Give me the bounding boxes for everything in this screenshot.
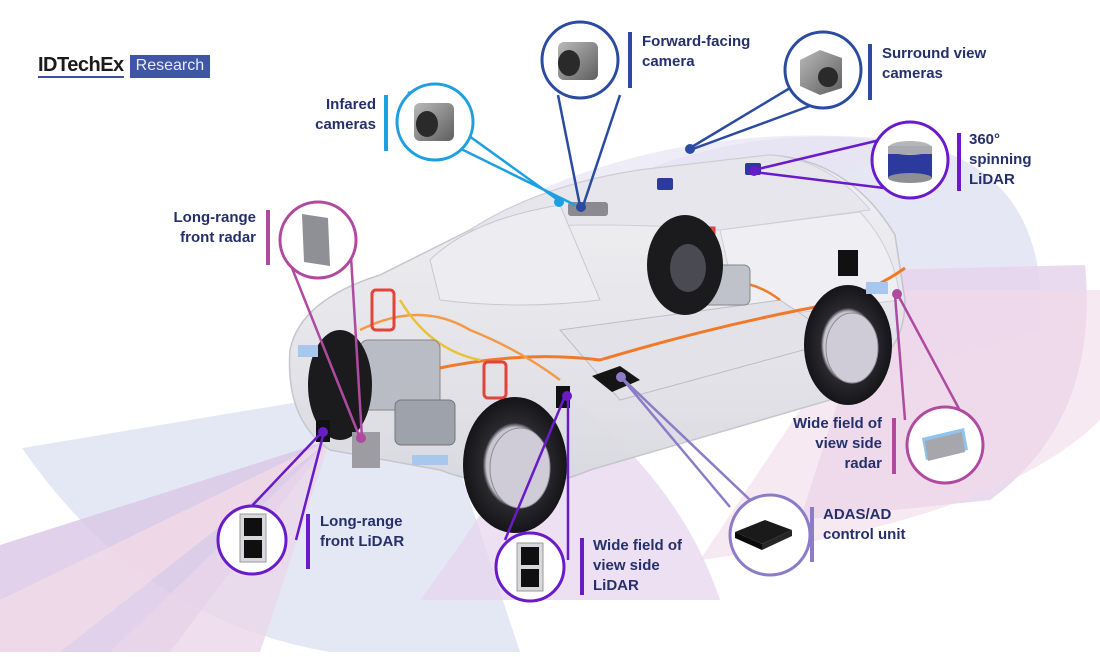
front-spring-right <box>482 360 508 400</box>
callout-lines <box>247 83 967 560</box>
lidar360-bubble <box>870 120 950 200</box>
camera-icon <box>800 50 842 95</box>
surround-label: Surround view cameras <box>882 45 987 82</box>
front-spring-left <box>370 288 396 332</box>
solid-state-lidar-icon <box>516 542 544 592</box>
sidelidar-label: Wide field of view side LiDAR <box>593 537 683 594</box>
radar-panel-icon <box>302 214 330 266</box>
side-lidar-cone <box>420 390 720 600</box>
forward-leader <box>556 94 622 207</box>
ecu-bubble <box>728 493 812 577</box>
sideradar-label: Wide field of view side radar <box>792 415 882 472</box>
ecu-mount <box>592 366 640 392</box>
frontradar-label: Long-range front radar <box>173 209 257 246</box>
control-unit-icon <box>735 520 792 550</box>
rear-side-lidar-mount <box>838 250 858 276</box>
forward-label-bar <box>628 32 632 88</box>
sidelidar-bubble <box>494 531 566 603</box>
spinning-lidar-icon <box>888 141 932 183</box>
frontlidar-leader <box>247 431 326 541</box>
rear-radar-cone-pink <box>700 290 1100 560</box>
windshield <box>429 204 601 306</box>
roof-lidar-left <box>657 178 673 190</box>
frontlidar-bubble <box>216 504 288 576</box>
logo-wordmark: IDTechEx <box>38 53 124 78</box>
solid-state-lidar-icon <box>239 513 267 563</box>
frontlidar-label-bar <box>306 514 310 569</box>
frontradar-label-bar <box>266 210 270 265</box>
infrared-label-bar <box>384 95 388 151</box>
surround-camera-bubble <box>783 30 863 110</box>
front-lidar-cone-pink <box>0 440 330 652</box>
infrared-label: Infared cameras <box>315 96 376 133</box>
side-radar-icon <box>922 428 968 461</box>
lidar360-label: 360° spinning LiDAR <box>969 131 1032 188</box>
sideradar-leader <box>893 294 967 421</box>
sidelidar-label-bar <box>580 538 584 595</box>
sideradar-label-bar <box>892 418 896 474</box>
surround-label-bar <box>868 44 872 100</box>
frontradar-leader <box>286 239 364 439</box>
infrared-camera-bubble <box>395 82 475 162</box>
frontlidar-label: Long-range front LiDAR <box>320 513 405 550</box>
logo-research-tag: Research <box>129 54 211 78</box>
frontradar-bubble <box>278 200 358 280</box>
forward-label: Forward-facing camera <box>642 33 751 70</box>
camera-icon <box>414 103 454 141</box>
surround-leader <box>689 83 827 152</box>
forward-camera-bubble <box>540 20 620 100</box>
ecu-label-bar <box>810 507 814 562</box>
camera-icon <box>558 42 598 80</box>
sideradar-bubble <box>905 405 985 485</box>
lidar360-label-bar <box>957 133 961 191</box>
idtechex-logo: IDTechEx Research <box>38 53 211 78</box>
callout-bubbles <box>216 20 985 603</box>
ecu-label: ADAS/AD control unit <box>823 506 906 543</box>
sidelidar-leader <box>503 395 570 560</box>
lidar360-leader <box>753 138 901 192</box>
